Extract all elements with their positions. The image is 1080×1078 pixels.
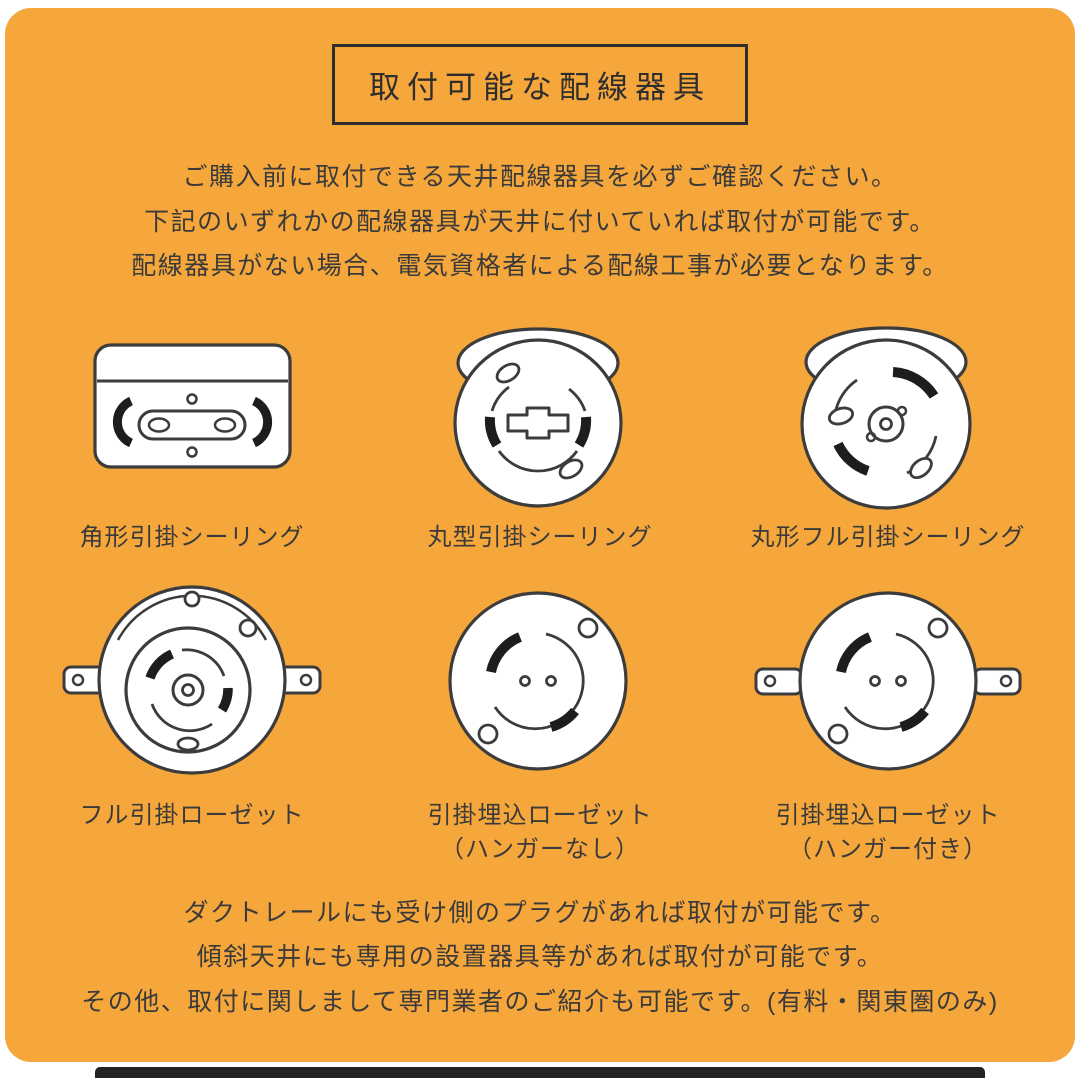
footer-line-2: 傾斜天井にも専用の設置器具等があれば取付が可能です。 [196,943,884,972]
fixture-label: 丸形フル引掛シーリング [750,523,1026,551]
fixture-icon-wrap [423,575,658,787]
fixtures-grid: 角形引掛シーリング [18,311,1062,867]
intro-line-3: 配線器具がない場合、電気資格者による配線工事が必要となります。 [131,252,949,280]
intro-line-2: 下記のいずれかの配線器具が天井に付いていれば取付が可能です。 [144,207,936,236]
round-full-hook-ceiling-icon [799,325,972,510]
fixture-round-full-hook-ceiling: 丸形フル引掛シーリング [714,311,1062,555]
footer-line-3: その他、取付に関しまして専門業者のご紹介も可能です。(有料・関東圏のみ) [81,987,999,1016]
fixture-full-hook-rosette: フル引掛ローゼット [18,575,366,867]
fixture-round-hook-ceiling: 丸型引掛シーリング [366,311,714,555]
round-hook-ceiling-icon [452,326,623,508]
fixture-icon-wrap [748,575,1028,787]
footer-note: ダクトレールにも受け側のプラグがあれば取付が可能です。 傾斜天井にも専用の設置器… [81,891,998,1025]
fixture-icon-wrap [423,311,658,509]
fixture-label: 引掛埋込ローゼット （ハンガー付き） [775,801,1001,863]
embedded-hook-rosette-no-hanger-icon [447,590,628,771]
full-hook-rosette-icon [62,585,322,775]
title-box: 取付可能な配線器具 [332,44,748,125]
fixture-label: 引掛埋込ローゼット （ハンガーなし） [427,801,653,863]
fixture-square-hook-ceiling: 角形引掛シーリング [18,311,366,555]
square-hook-ceiling-icon [92,342,292,469]
fixture-embedded-rosette-with-hanger: 引掛埋込ローゼット （ハンガー付き） [714,575,1062,867]
orange-panel: 取付可能な配線器具 ご購入前に取付できる天井配線器具を必ずご確認ください。 下記… [5,8,1075,1062]
fixture-embedded-rosette-no-hanger: 引掛埋込ローゼット （ハンガーなし） [366,575,714,867]
page-title: 取付可能な配線器具 [369,70,711,105]
intro-line-1: ご購入前に取付できる天井配線器具を必ずご確認ください。 [182,163,898,191]
fixture-icon-wrap [771,311,1006,510]
bottom-partial-box-edge [95,1067,985,1078]
fixture-icon-wrap [52,575,332,787]
embedded-hook-rosette-with-hanger-icon [754,590,1022,771]
fixture-label: フル引掛ローゼット [79,801,305,829]
footer-line-1: ダクトレールにも受け側のプラグがあれば取付が可能です。 [183,898,897,927]
fixture-label: 丸型引掛シーリング [427,523,653,551]
intro-text: ご購入前に取付できる天井配線器具を必ずご確認ください。 下記のいずれかの配線器具… [131,155,949,289]
fixture-label: 角形引掛シーリング [79,523,305,551]
fixture-icon-wrap [75,311,310,509]
